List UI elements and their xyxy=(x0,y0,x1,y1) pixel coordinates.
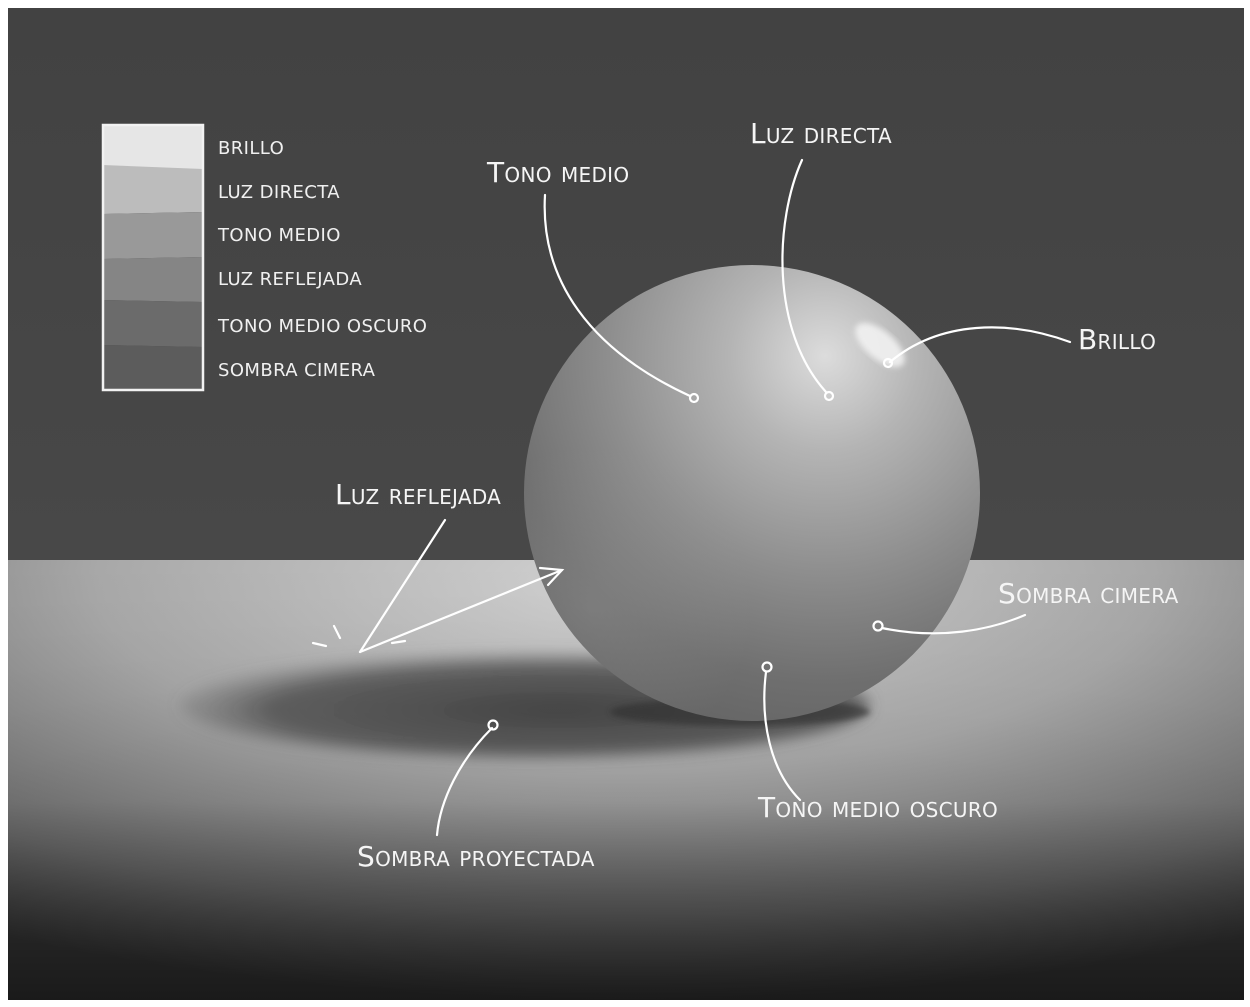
legend-swatch-sombra-cimera xyxy=(103,345,203,390)
legend-label-tono-medio: TONO MEDIO xyxy=(217,225,341,246)
callout-luz-directa: Luz directa xyxy=(750,117,892,150)
legend-label-tono-medio-oscuro: TONO MEDIO OSCURO xyxy=(217,316,427,337)
callout-luz-reflejada: Luz reflejada xyxy=(335,478,501,511)
legend-swatch-tono-medio-oscuro xyxy=(103,300,203,347)
callout-tono-medio: Tono medio xyxy=(486,156,629,189)
callout-tono-medio-oscuro: Tono medio oscuro xyxy=(757,791,998,824)
legend-swatch-tono-medio xyxy=(103,212,203,259)
legend-swatch-luz-reflejada xyxy=(103,257,203,302)
legend-label-sombra-cimera: SOMBRA CIMERA xyxy=(218,360,376,381)
callout-brillo: Brillo xyxy=(1078,323,1156,356)
callout-sombra-proyectada: Sombra proyectada xyxy=(357,840,595,873)
legend-label-luz-directa: LUZ DIRECTA xyxy=(218,182,340,203)
sphere-reflected-light xyxy=(524,265,980,721)
legend-label-luz-reflejada: LUZ REFLEJADA xyxy=(218,269,362,290)
legend-label-brillo: BRILLO xyxy=(218,138,284,159)
callout-sombra-cimera: Sombra cimera xyxy=(998,577,1179,610)
legend-swatch-brillo xyxy=(103,125,203,169)
legend-swatch-luz-directa xyxy=(103,165,203,214)
